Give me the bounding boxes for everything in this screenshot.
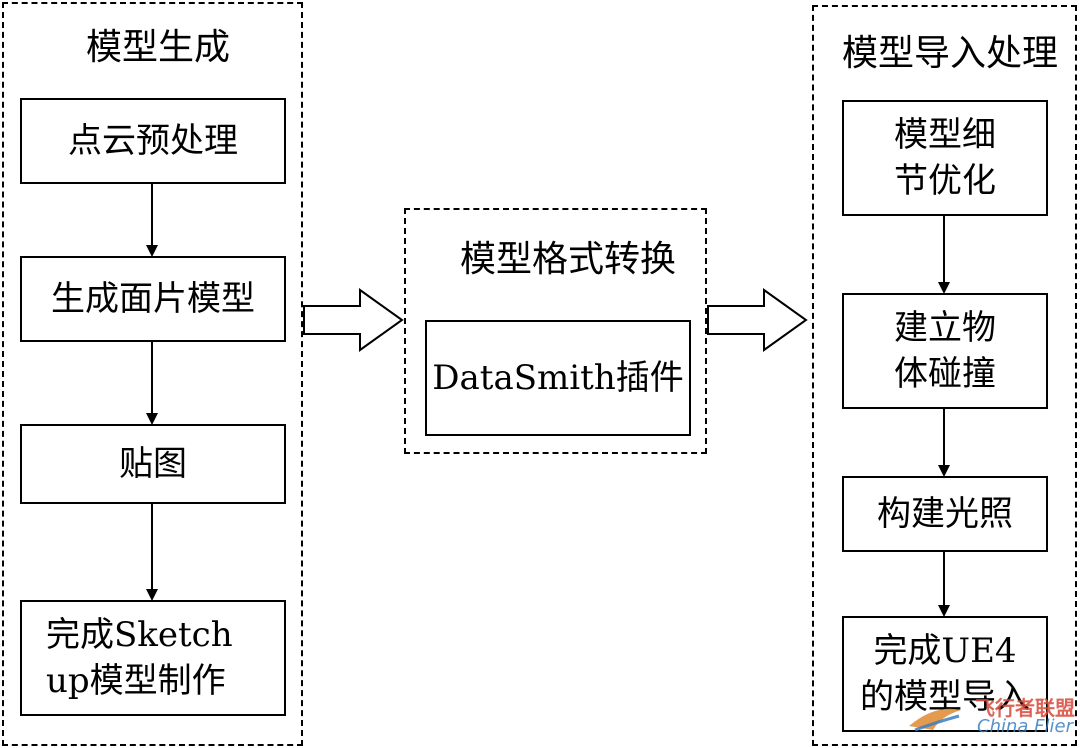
step-complete-sketchup-model: 完成Sketch up模型制作	[20, 600, 286, 716]
step-build-lighting: 构建光照	[842, 476, 1048, 552]
step-label: 贴图	[119, 444, 187, 484]
group-title-format-conversion: 模型格式转换	[460, 239, 677, 280]
step-label: DataSmith插件	[432, 358, 684, 398]
watermark-cn: 飞行者联盟	[975, 696, 1075, 720]
step-texture-mapping: 贴图	[20, 424, 286, 504]
plane-icon	[909, 708, 961, 732]
group-title-model-generation: 模型生成	[86, 27, 231, 68]
step-build-object-collision: 建立物 体碰撞	[842, 293, 1048, 409]
step-generate-mesh-model: 生成面片模型	[20, 256, 286, 342]
step-model-detail-optimization: 模型细 节优化	[842, 100, 1048, 216]
group-title-model-import: 模型导入处理	[842, 33, 1059, 74]
step-label: 完成Sketch up模型制作	[46, 615, 233, 701]
step-label: 生成面片模型	[51, 279, 255, 319]
watermark-en: China Flier	[977, 716, 1073, 737]
step-label: 建立物 体碰撞	[894, 308, 996, 394]
step-label: 模型细 节优化	[894, 115, 996, 201]
group-model-generation	[2, 2, 303, 746]
group-model-import	[812, 5, 1077, 746]
group-format-conversion	[404, 208, 707, 454]
watermark-logo: 飞行者联盟 China Flier	[905, 690, 1075, 742]
step-datasmith-plugin: DataSmith插件	[425, 320, 691, 436]
step-point-cloud-preprocess: 点云预处理	[20, 98, 286, 184]
block-arrow-middle-to-right	[707, 288, 808, 352]
step-label: 构建光照	[877, 494, 1013, 534]
step-label: 点云预处理	[68, 121, 238, 161]
block-arrow-left-to-middle	[303, 288, 404, 352]
